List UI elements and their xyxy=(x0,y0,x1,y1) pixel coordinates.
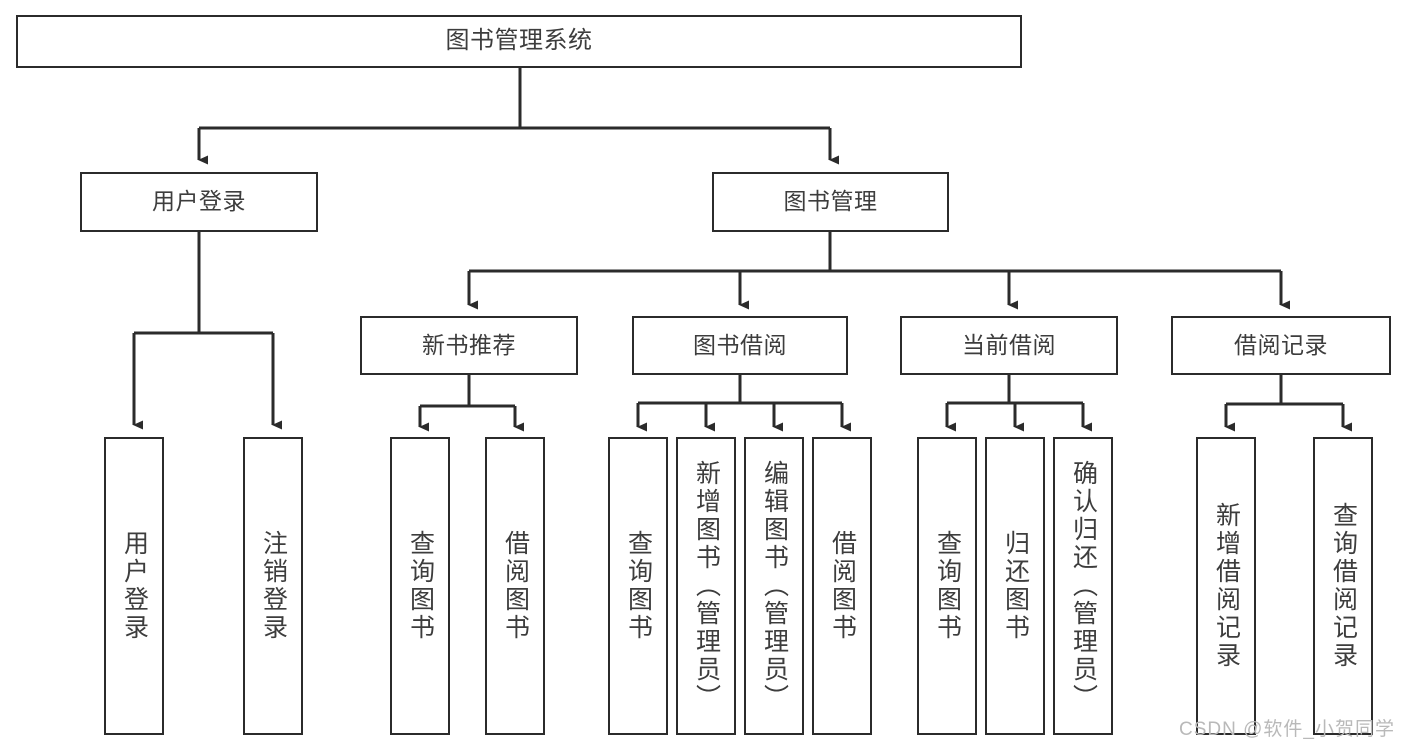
node-label: 用户登录 xyxy=(120,530,149,642)
node-label: 借阅图书 xyxy=(501,530,530,642)
node-label: 注销登录 xyxy=(259,530,288,642)
leaf-record-add-record[interactable]: 新增借阅记录 xyxy=(1196,437,1256,735)
node-user-login[interactable]: 用户登录 xyxy=(80,172,318,232)
node-label: 归还图书 xyxy=(1001,530,1030,642)
node-label: 新增图书（管理员） xyxy=(692,460,721,712)
csdn-watermark: CSDN @软件_小贺同学 xyxy=(1179,719,1395,740)
leaf-recommend-query-book[interactable]: 查询图书 xyxy=(390,437,450,735)
leaf-user-login-logout[interactable]: 注销登录 xyxy=(243,437,303,735)
node-label: 借阅记录 xyxy=(1234,331,1328,358)
node-label: 查询图书 xyxy=(624,530,653,642)
leaf-current-return-book[interactable]: 归还图书 xyxy=(985,437,1045,735)
node-current-borrow[interactable]: 当前借阅 xyxy=(900,316,1118,375)
node-label: 编辑图书（管理员） xyxy=(760,460,789,712)
node-label: 图书管理 xyxy=(783,188,878,215)
node-label: 查询借阅记录 xyxy=(1329,502,1358,670)
node-label: 查询图书 xyxy=(406,530,435,642)
node-label: 图书借阅 xyxy=(693,331,787,358)
leaf-borrow-edit-book-admin[interactable]: 编辑图书（管理员） xyxy=(744,437,804,735)
node-book-borrow[interactable]: 图书借阅 xyxy=(632,316,848,375)
node-label: 查询图书 xyxy=(933,530,962,642)
node-label: 借阅图书 xyxy=(828,530,857,642)
node-new-book-recommend[interactable]: 新书推荐 xyxy=(360,316,578,375)
node-label: 图书管理系统 xyxy=(445,27,593,55)
node-root-system[interactable]: 图书管理系统 xyxy=(16,15,1022,68)
node-label: 新书推荐 xyxy=(422,331,516,358)
leaf-current-query-book[interactable]: 查询图书 xyxy=(917,437,977,735)
leaf-current-confirm-return-admin[interactable]: 确认归还（管理员） xyxy=(1053,437,1113,735)
leaf-recommend-borrow-book[interactable]: 借阅图书 xyxy=(485,437,545,735)
node-label: 当前借阅 xyxy=(962,331,1056,358)
leaf-borrow-query-book[interactable]: 查询图书 xyxy=(608,437,668,735)
node-label: 用户登录 xyxy=(152,188,246,215)
leaf-record-query-record[interactable]: 查询借阅记录 xyxy=(1313,437,1373,735)
leaf-borrow-add-book-admin[interactable]: 新增图书（管理员） xyxy=(676,437,736,735)
leaf-user-login-login[interactable]: 用户登录 xyxy=(104,437,164,735)
leaf-borrow-borrow-book[interactable]: 借阅图书 xyxy=(812,437,872,735)
node-borrow-record[interactable]: 借阅记录 xyxy=(1171,316,1391,375)
node-label: 确认归还（管理员） xyxy=(1069,460,1098,712)
node-label: 新增借阅记录 xyxy=(1212,502,1241,670)
node-book-management[interactable]: 图书管理 xyxy=(712,172,949,232)
